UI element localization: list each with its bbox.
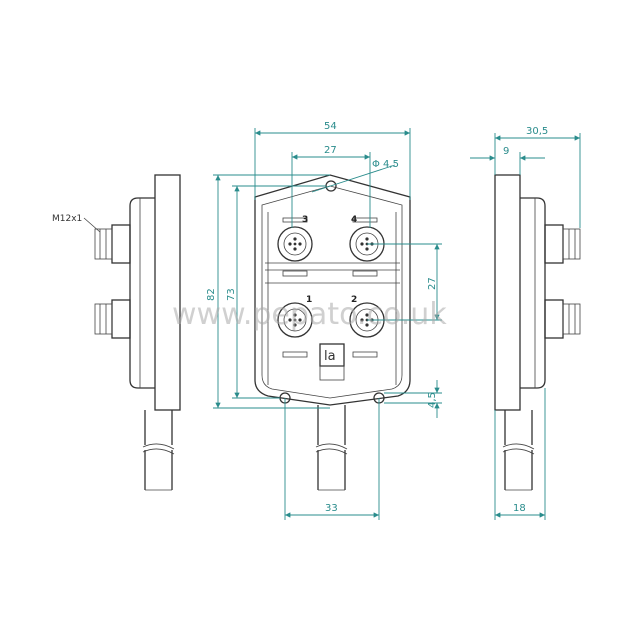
dim-edge-4-5: 4,5: [427, 392, 438, 408]
dim-pitch-27: 27: [427, 277, 438, 290]
thread-label: M12x1: [52, 214, 82, 224]
dim-side-18: 18: [513, 503, 526, 514]
dim-bottom-33: 33: [325, 503, 338, 514]
dim-side-9: 9: [503, 146, 509, 157]
dim-height-82: 82: [206, 288, 217, 301]
port-4-label: 4: [351, 215, 357, 225]
dim-width-54: 54: [324, 121, 337, 132]
port-3-label: 3: [302, 215, 308, 225]
dim-width-27: 27: [324, 145, 337, 156]
dim-side-30-5: 30,5: [526, 126, 548, 137]
port-2-label: 2: [351, 295, 357, 305]
port-1: [277, 302, 313, 338]
front-view: 3 4 1 2 la: [254, 174, 411, 491]
logo-text: la: [324, 349, 336, 364]
port-1-label: 1: [306, 295, 312, 305]
right-side-view: [494, 174, 581, 491]
dim-height-73: 73: [226, 288, 237, 301]
left-side-view: M12x1: [52, 174, 181, 491]
dimensions: 54 27 Φ 4,5 82 73 27 4,5 33: [206, 121, 581, 520]
port-3: [277, 226, 313, 262]
dim-hole-diameter: Φ 4,5: [372, 159, 399, 170]
watermark: www.pepato.co.uk: [172, 297, 447, 332]
